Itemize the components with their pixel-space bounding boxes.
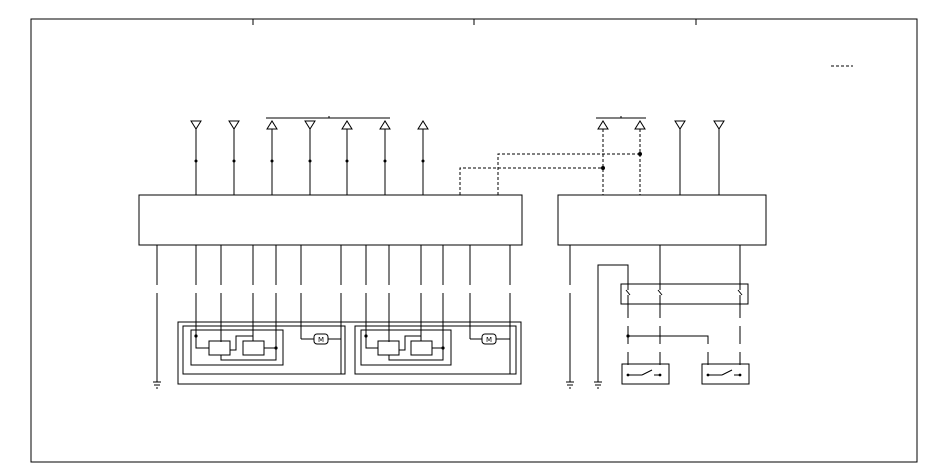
terminal-up-triangle <box>634 120 646 130</box>
switch-wires <box>626 304 741 365</box>
inline-connector-block <box>620 283 749 305</box>
motor-symbol: M <box>301 333 341 345</box>
harness-enclosure-left <box>182 325 346 375</box>
harness-enclosure-right <box>354 325 517 375</box>
terminal-up-triangle <box>379 120 391 130</box>
terminal-down-triangle <box>228 120 240 130</box>
terminal-down-triangle <box>304 120 316 130</box>
ground-symbol <box>566 381 574 389</box>
splice-dot <box>601 166 605 170</box>
terminal-down-triangle <box>674 120 686 130</box>
splice-dot <box>638 152 642 156</box>
dashed-link-wire <box>459 167 603 195</box>
terminal-down-triangle <box>190 120 202 130</box>
terminal-up-triangle <box>266 120 278 130</box>
motor-symbol: M <box>470 333 510 345</box>
control-unit-right <box>557 194 767 246</box>
wire-breaks <box>155 285 512 293</box>
switch-left <box>621 363 670 385</box>
svg-text:M: M <box>318 336 324 344</box>
terminal-up-triangle <box>341 120 353 130</box>
ground-symbol <box>594 381 602 389</box>
switch-right <box>701 363 750 385</box>
actuator-module-left <box>190 329 284 366</box>
control-unit-left <box>138 194 523 246</box>
right-bottom-wires <box>569 245 741 382</box>
splice-dots <box>194 159 425 163</box>
diagram-frame <box>30 18 918 463</box>
terminal-up-triangle <box>597 120 609 130</box>
ground-symbol <box>153 381 161 389</box>
dashed-link-wire <box>497 153 640 195</box>
harness-enclosure <box>177 321 522 385</box>
left-bottom-wires <box>156 245 511 382</box>
terminal-up-triangle <box>417 120 429 130</box>
svg-text:M: M <box>486 336 492 344</box>
wire-breaks <box>626 318 742 352</box>
actuator-module-right <box>360 329 452 366</box>
terminal-down-triangle <box>713 120 725 130</box>
connector-pins <box>625 285 743 304</box>
